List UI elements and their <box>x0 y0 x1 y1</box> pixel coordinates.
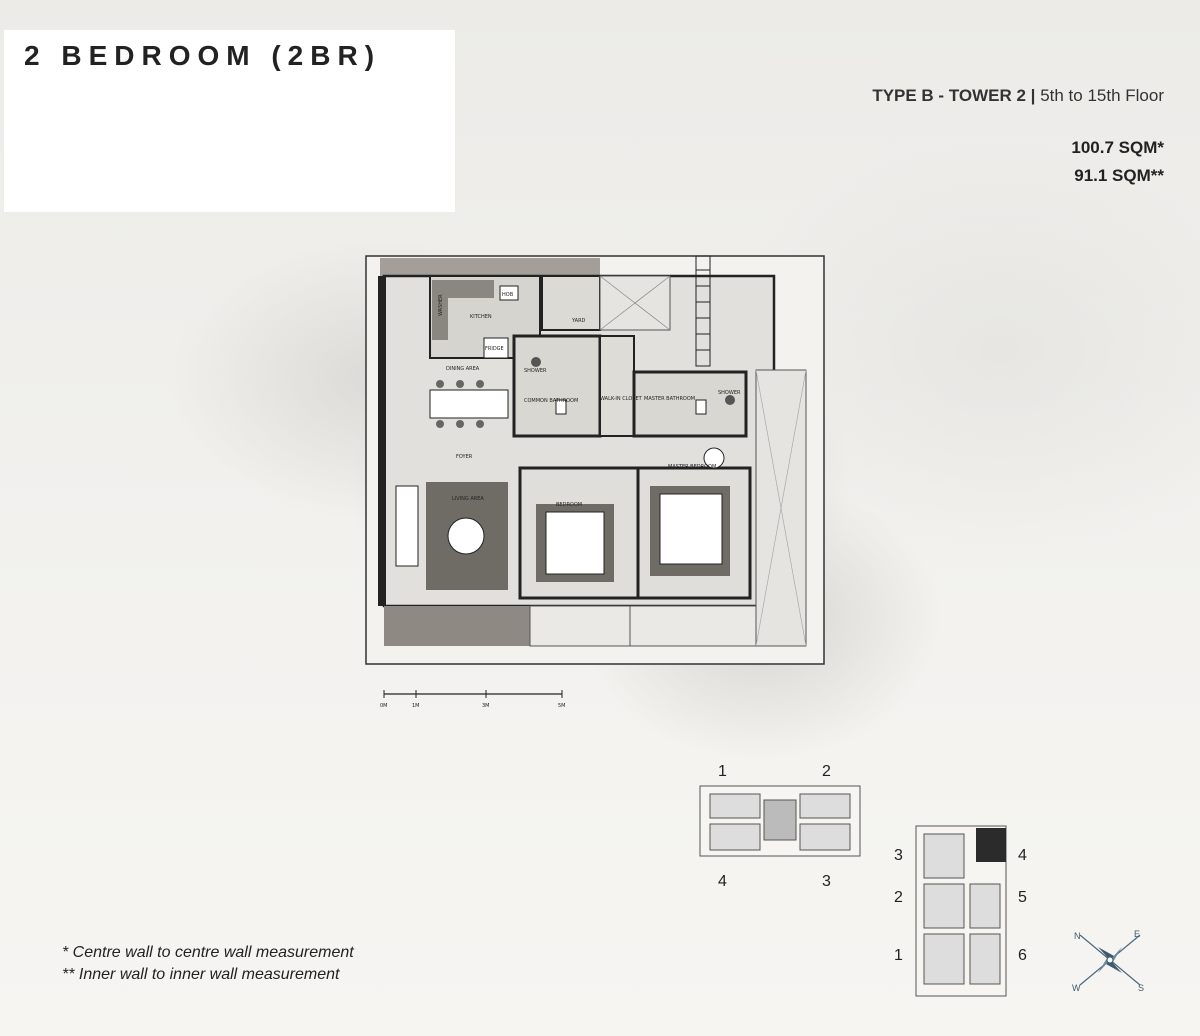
compass-w: W <box>1072 983 1081 993</box>
key-plan-tower-2: 3 4 2 5 1 6 <box>894 825 1027 997</box>
key2-highlighted-unit <box>976 828 1006 862</box>
label-master-bathroom: MASTER BATHROOM <box>644 396 695 402</box>
key1-unit-2: 2 <box>822 763 831 780</box>
master-bed-icon <box>659 493 723 565</box>
label-dining-area: DINING AREA <box>446 366 480 372</box>
key-plan-tower-1: 1 2 4 3 <box>699 763 861 890</box>
label-shower-master: SHOWER <box>718 390 741 396</box>
bedroom-bed-icon <box>545 511 605 575</box>
label-fridge: FRIDGE <box>485 346 504 352</box>
unit-subtitle: TYPE B - TOWER 2 | 5th to 15th Floor <box>872 86 1164 106</box>
scale-tick-3: 3M <box>482 703 490 709</box>
label-living-area: LIVING AREA <box>452 496 484 502</box>
footnote-inner-wall: ** Inner wall to inner wall measurement <box>62 966 340 983</box>
common-bathroom-zone <box>512 334 602 438</box>
key2-unit-3: 3 <box>894 847 903 864</box>
toilet-icon <box>555 399 567 415</box>
key2-unit-2: 2 <box>894 889 903 906</box>
area-inner-wall: 91.1 SQM** <box>1074 166 1164 185</box>
label-shower-common: SHOWER <box>524 368 547 374</box>
shower-drain-icon <box>531 357 541 367</box>
scale-bar: 0M 1M 3M 5M <box>380 690 566 709</box>
label-washer: WASHER <box>438 294 444 316</box>
dining-table-icon <box>429 389 509 419</box>
label-walk-in-closet: WALK-IN CLOSET <box>600 396 643 402</box>
page-title: 2 BEDROOM (2BR) <box>24 40 382 71</box>
unit-type-tower: TYPE B - TOWER 2 | <box>872 86 1036 105</box>
label-yard: YARD <box>571 318 586 324</box>
label-master-bedroom: MASTER BEDROOM <box>668 464 716 470</box>
sofa-icon <box>395 485 419 567</box>
floor-plan: WASHER KITCHEN HOB FRIDGE YARD DINING AR… <box>365 255 825 665</box>
armchair-icon <box>703 447 725 469</box>
left-wall <box>378 276 386 606</box>
washer-counter <box>432 280 448 340</box>
scale-tick-0: 0M <box>380 703 388 709</box>
key2-unit-6: 6 <box>1018 947 1027 964</box>
compass-e: E <box>1134 929 1140 939</box>
balcony-deck <box>384 606 530 646</box>
compass-s: S <box>1138 983 1144 993</box>
floor-range: 5th to 15th Floor <box>1040 86 1164 105</box>
ladder-icon <box>695 255 711 367</box>
hob-icon <box>499 285 519 301</box>
master-shower-drain-icon <box>725 395 735 405</box>
area-centre-wall: 100.7 SQM* <box>1071 138 1164 157</box>
footnotes: * Centre wall to centre wall measurement… <box>62 942 354 986</box>
master-toilet-icon <box>695 399 707 415</box>
label-common-bathroom: COMMON BATHROOM <box>524 398 578 404</box>
coffee-table-icon <box>447 517 485 555</box>
scale-tick-1: 1M <box>412 703 420 709</box>
label-kitchen: KITCHEN <box>470 314 492 320</box>
key1-unit-1: 1 <box>718 763 727 780</box>
key1-unit-4: 4 <box>718 873 727 890</box>
label-foyer: FOYER <box>456 454 473 460</box>
label-bedroom: BEDROOM <box>556 502 582 508</box>
scale-tick-5: 5M <box>558 703 566 709</box>
title-card <box>4 30 455 212</box>
compass-n: N <box>1074 931 1081 941</box>
yard-zone <box>541 275 601 331</box>
walk-in-closet-zone <box>599 335 635 437</box>
label-hob: HOB <box>502 292 514 298</box>
terrace-strip <box>529 605 795 647</box>
compass-icon: N E S W <box>1072 929 1144 993</box>
footnote-centre-wall: * Centre wall to centre wall measurement <box>62 944 354 961</box>
key1-unit-3: 3 <box>822 873 831 890</box>
key2-unit-5: 5 <box>1018 889 1027 906</box>
key2-unit-1: 1 <box>894 947 903 964</box>
fridge-icon <box>483 337 509 359</box>
key2-unit-4: 4 <box>1018 847 1027 864</box>
